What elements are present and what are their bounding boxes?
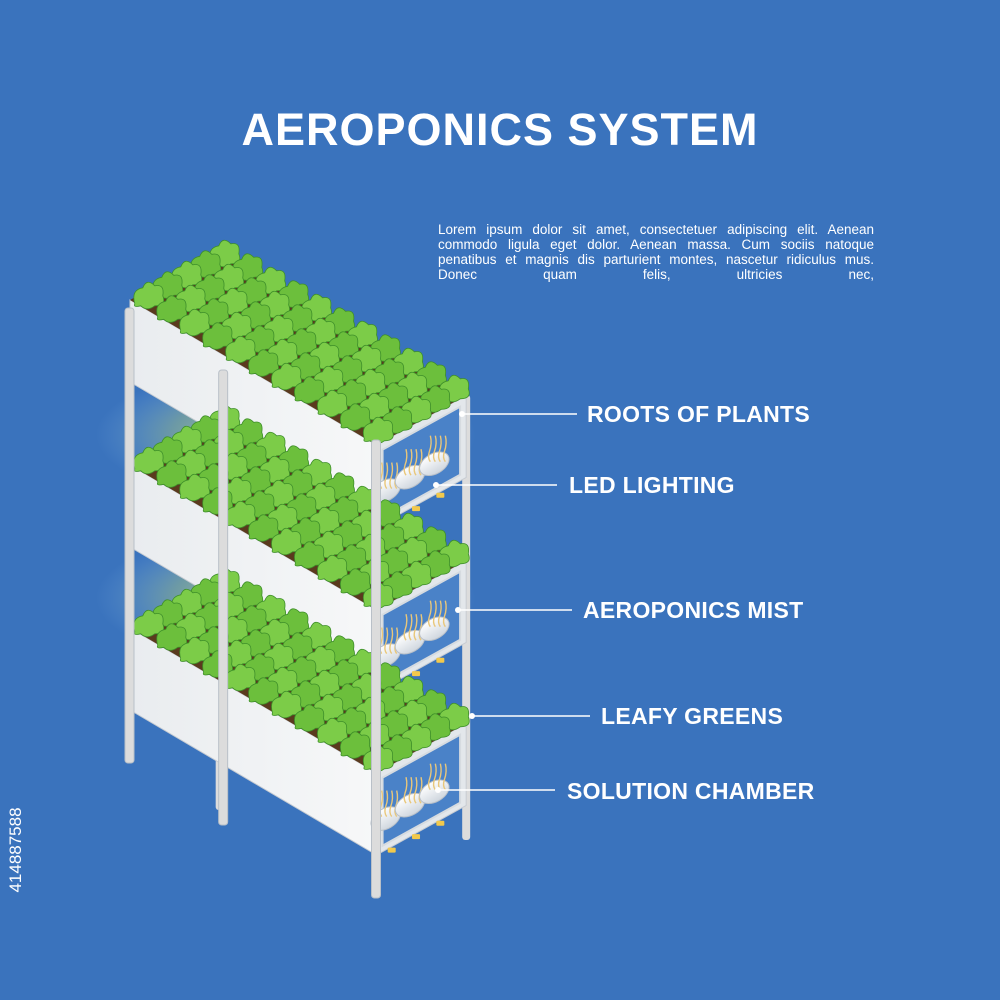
label-led-lighting: LED LIGHTING	[569, 472, 735, 498]
plant-roots	[432, 763, 437, 791]
leafy-green	[156, 460, 188, 488]
leafy-green	[133, 281, 165, 310]
leafy-green	[248, 349, 279, 377]
plant-roots	[403, 776, 408, 804]
leader-chamber-dot	[435, 787, 441, 793]
leader-greens-dot	[469, 713, 475, 719]
led-chip	[436, 820, 445, 826]
plant-roots	[384, 790, 389, 818]
leafy-green	[133, 609, 165, 638]
led-chip	[387, 847, 396, 853]
leafy-green	[179, 473, 211, 502]
description-text: Lorem ipsum dolor sit amet, consectetuer…	[438, 222, 874, 282]
leafy-green	[339, 568, 371, 596]
leafy-green	[317, 389, 348, 418]
page-title: AEROPONICS SYSTEM	[241, 104, 759, 155]
plant-roots	[413, 613, 418, 641]
label-solution-chamber: SOLUTION CHAMBER	[567, 778, 815, 804]
leafy-green	[271, 690, 302, 719]
leafy-green	[294, 541, 325, 569]
plant-roots	[442, 600, 447, 628]
leafy-green	[225, 500, 256, 529]
plant-roots	[432, 600, 437, 628]
plant-roots	[408, 448, 413, 476]
led-chip	[436, 657, 445, 663]
leafy-green	[225, 663, 256, 692]
mist-tube	[419, 616, 450, 642]
leafy-green	[317, 717, 348, 746]
plant-roots	[427, 763, 432, 791]
plant-roots	[384, 462, 389, 490]
plant-roots	[389, 462, 394, 490]
plant-roots	[413, 448, 418, 476]
plant-roots	[408, 613, 413, 641]
leafy-green	[294, 376, 325, 404]
rack-post-front-right	[371, 439, 381, 899]
leafy-green	[362, 416, 394, 445]
leader-mist-dot	[455, 607, 461, 613]
leafy-green	[179, 636, 211, 665]
plant-roots	[403, 613, 408, 641]
plant-roots	[384, 627, 389, 655]
leafy-green	[179, 308, 211, 337]
led-chip	[412, 506, 421, 512]
leafy-green	[248, 514, 279, 542]
leafy-green	[317, 554, 348, 583]
leader-led-dot	[433, 482, 439, 488]
mist-tube	[419, 779, 450, 805]
led-chip	[436, 492, 445, 498]
label-roots-of-plants: ROOTS OF PLANTS	[587, 401, 810, 427]
leafy-green	[156, 623, 188, 651]
led-chip	[412, 834, 421, 840]
plant-roots	[437, 600, 442, 628]
plant-roots	[408, 776, 413, 804]
plant-roots	[413, 776, 418, 804]
leader-lines	[433, 411, 590, 793]
leafy-green	[294, 704, 325, 732]
leafy-green	[156, 295, 188, 323]
leafy-green	[225, 335, 256, 364]
plant-roots	[403, 448, 408, 476]
leafy-green	[339, 731, 371, 759]
leafy-green	[133, 446, 165, 475]
plant-roots	[427, 600, 432, 628]
label-aeroponics-mist: AEROPONICS MIST	[583, 597, 804, 623]
rack-post-front-left	[124, 307, 135, 764]
shelf-3	[129, 567, 470, 856]
led-chip	[412, 671, 421, 677]
plant-roots	[437, 435, 442, 463]
leafy-green	[248, 677, 279, 705]
leader-roots-dot	[459, 411, 465, 417]
plant-roots	[442, 763, 447, 791]
leafy-green	[202, 322, 234, 350]
label-leafy-greens: LEAFY GREENS	[601, 703, 784, 729]
plant-roots	[432, 435, 437, 463]
leafy-green	[271, 362, 302, 391]
leafy-green	[271, 527, 302, 556]
rack-group	[95, 239, 476, 899]
plant-roots	[389, 790, 394, 818]
stock-id: 414887588	[6, 807, 25, 893]
rack-post-front-middle	[218, 369, 229, 826]
leafy-green	[339, 403, 371, 431]
plant-roots	[442, 435, 447, 463]
plant-roots	[389, 627, 394, 655]
plant-roots	[427, 435, 432, 463]
mist-tube	[419, 451, 450, 477]
